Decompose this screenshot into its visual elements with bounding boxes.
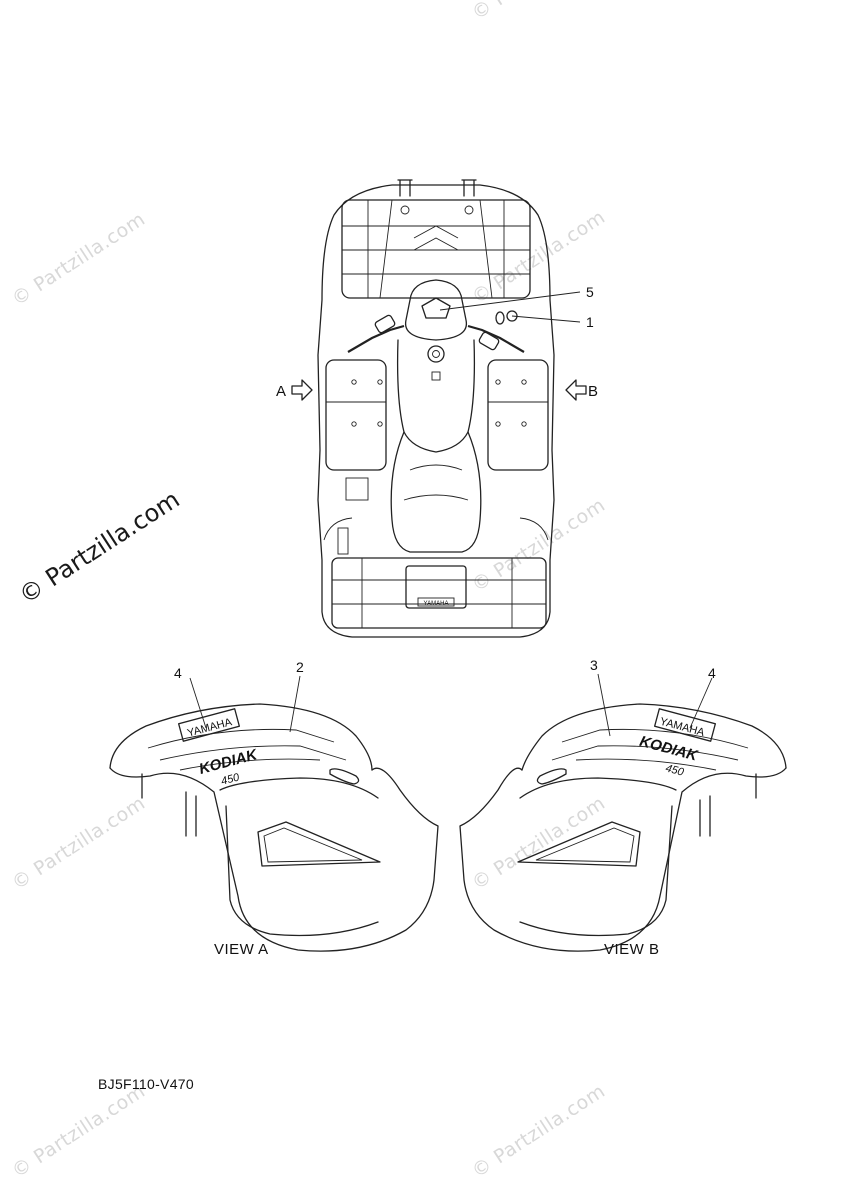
view-arrow-b: B <box>565 379 598 401</box>
decal-model-sub-a: 450 <box>220 771 242 788</box>
decal-model-b: KODIAK <box>638 733 701 765</box>
svg-text:B: B <box>588 383 598 400</box>
reference-code: BJ5F110-V470 <box>98 1076 194 1092</box>
callout-5: 5 <box>586 284 594 300</box>
view-arrow-a: A <box>276 379 313 401</box>
caption-view-a: VIEW A <box>214 941 269 958</box>
callout-4-left: 4 <box>174 665 182 681</box>
callout-2: 2 <box>296 659 304 675</box>
callout-3: 3 <box>590 657 598 673</box>
rear-brand-text: YAMAHA <box>424 601 449 607</box>
decal-model-sub-b: 450 <box>664 762 686 779</box>
atv-top-view: YAMAHA <box>317 179 555 638</box>
view-a-side-panel: YAMAHA KODIAK 450 <box>109 703 439 952</box>
view-b-side-panel: YAMAHA KODIAK 450 <box>459 703 787 952</box>
callout-1: 1 <box>586 314 594 330</box>
svg-text:A: A <box>276 383 286 400</box>
callout-4-right: 4 <box>708 665 716 681</box>
caption-view-b: VIEW B <box>604 941 660 958</box>
callout-leaders <box>189 291 713 737</box>
